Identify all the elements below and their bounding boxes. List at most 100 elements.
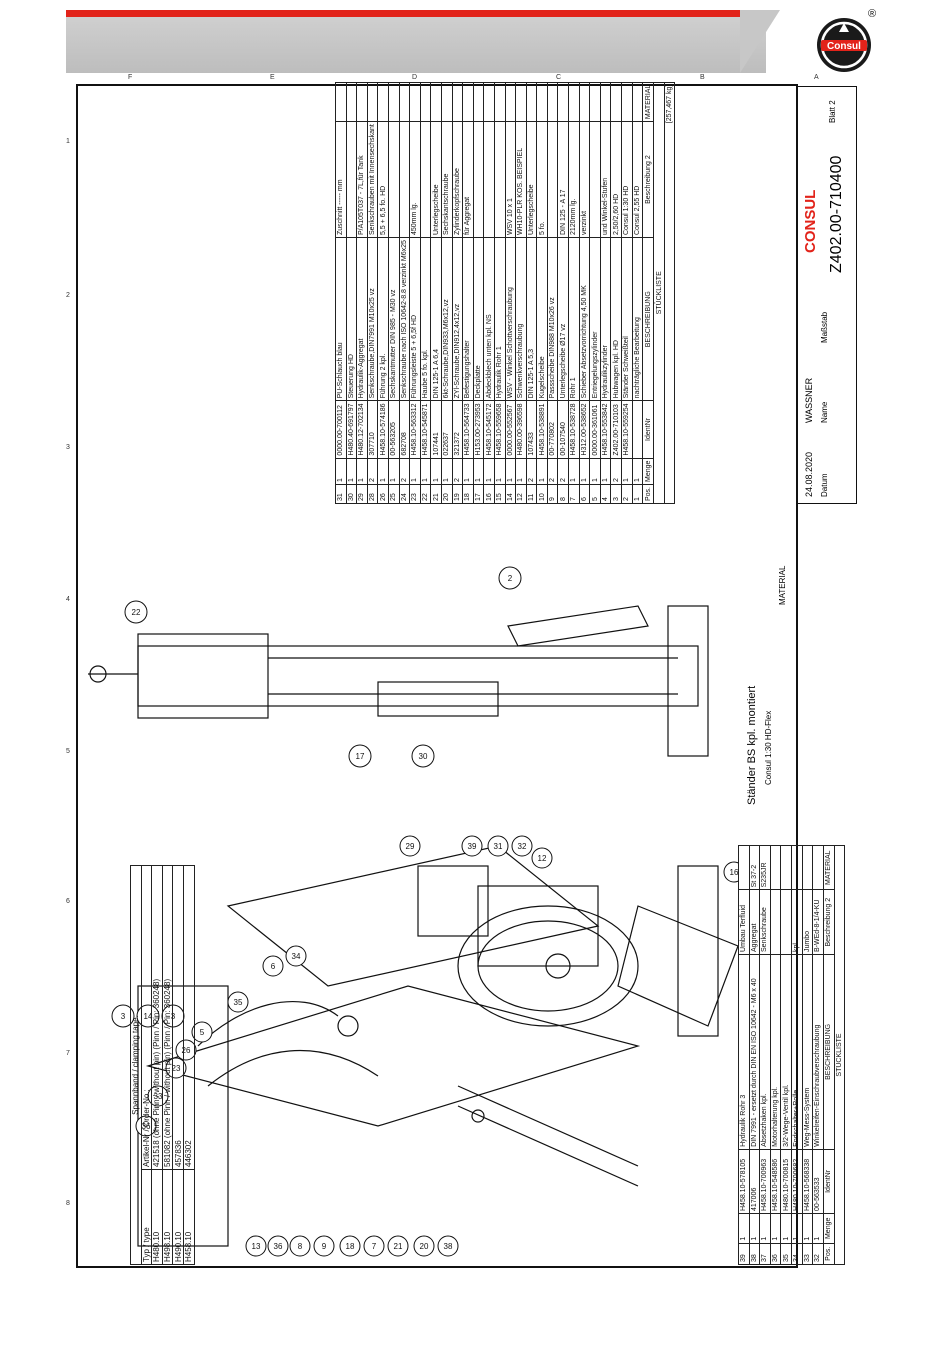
- table-cell: Steuerung HD: [346, 237, 357, 401]
- table-cell: 39: [738, 1243, 750, 1265]
- registered-mark: ®: [868, 8, 877, 20]
- balloon: 16: [723, 861, 738, 883]
- table-cell: 1: [494, 458, 505, 485]
- balloon: 23: [165, 1057, 187, 1079]
- table-cell: 7: [568, 484, 580, 504]
- table-cell: [483, 121, 495, 238]
- svg-text:29: 29: [406, 842, 415, 851]
- order-cell: 457836: [172, 865, 184, 1170]
- table-cell: [473, 82, 484, 122]
- table-cell: H458.10-538891: [536, 400, 548, 459]
- table-cell: 00-770802: [547, 400, 558, 459]
- drawing-subtitle: Consul 1:30 HD-Flex: [764, 710, 773, 785]
- table-cell: [621, 82, 633, 122]
- table-cell: 2: [399, 458, 410, 485]
- svg-text:5: 5: [200, 1028, 205, 1037]
- table-cell: 1: [780, 1213, 792, 1244]
- table-cell: 19: [452, 484, 463, 504]
- table-cell: 1: [600, 458, 611, 485]
- table-cell: 1: [335, 458, 347, 485]
- type-table: Spannband / clamping tape: Typ / type Ar…: [130, 865, 195, 1265]
- table-cell: 1: [749, 1213, 760, 1244]
- table-cell: 31: [335, 484, 347, 504]
- table-cell: und Winkel-Stufen: [600, 121, 611, 238]
- table-cell: Abdeckblech unten kpl. NS: [483, 237, 495, 401]
- balloon: 21: [387, 1235, 409, 1257]
- table-cell: H458.10-564733: [462, 400, 474, 459]
- table-cell: [557, 82, 569, 122]
- table-cell: Consul 2,55 HD: [632, 121, 643, 238]
- table-header-cell: IdentNr: [823, 1149, 835, 1214]
- table-cell: 1: [441, 458, 453, 485]
- table-cell: [632, 400, 643, 459]
- balloon: 39: [461, 835, 483, 857]
- consul-logo: Consul: [817, 18, 871, 72]
- table-header-cell: MATERIAL: [642, 82, 654, 122]
- table-cell: [770, 845, 781, 890]
- table-cell: 1: [759, 1213, 771, 1244]
- table-cell: 417006: [749, 1149, 760, 1214]
- date-label: Datum: [820, 473, 829, 497]
- table-cell: Hydraulikzylinder: [600, 237, 611, 401]
- table-cell: 29: [356, 484, 368, 504]
- balloon: 36: [135, 1115, 157, 1137]
- table-cell: 9: [547, 484, 558, 504]
- table-cell: 36: [770, 1243, 781, 1265]
- table-cell: H458.10-700963: [759, 1149, 771, 1214]
- table-cell: H458.10-545172: [483, 400, 495, 459]
- table-header-cell: IdentNr: [642, 400, 654, 459]
- table-cell: 37: [759, 1243, 771, 1265]
- table-cell: 1: [430, 458, 442, 485]
- table-cell: 1: [473, 458, 484, 485]
- table-header-cell: Menge: [642, 458, 654, 485]
- table-cell: 2120mm lg.: [568, 121, 580, 238]
- balloon: 2: [498, 566, 522, 590]
- table-cell: 5,5 + 6,5 fo. HD: [377, 121, 389, 238]
- table-cell: [420, 121, 431, 238]
- balloon: 35: [227, 991, 249, 1013]
- table-cell: [589, 121, 601, 238]
- balloon: 7: [363, 1235, 385, 1257]
- table-cell: Befestigungshalter: [462, 237, 474, 401]
- table-cell: 2: [452, 458, 463, 485]
- balloon: 22: [124, 600, 148, 624]
- table-cell: verzinkt: [579, 121, 590, 238]
- table-cell: H480.40-691797: [346, 400, 357, 459]
- table-cell: [462, 82, 474, 122]
- table-cell: Zylinderkopfschraube: [452, 121, 463, 238]
- type-table-title: Spannband / clamping tape:: [130, 865, 142, 1265]
- table-cell: [441, 82, 453, 122]
- scale-label: Maßstab: [820, 311, 829, 343]
- table-cell: [430, 82, 442, 122]
- table-cell: kpl.: [791, 889, 803, 955]
- frame-number: 8: [66, 1200, 70, 1207]
- table-cell: 17: [473, 484, 484, 504]
- svg-text:31: 31: [494, 842, 503, 851]
- table-cell: [356, 82, 368, 122]
- table-cell: [483, 82, 495, 122]
- balloon: 13: [245, 1235, 267, 1257]
- balloon: 26: [175, 1039, 197, 1061]
- balloon: 5: [191, 1021, 213, 1043]
- svg-text:22: 22: [132, 608, 141, 617]
- table-cell: B-WEd-8-1/4-KU: [812, 889, 824, 955]
- table-cell: 321372: [452, 400, 463, 459]
- frame-number: 6: [66, 898, 70, 905]
- table-cell: 1: [409, 458, 421, 485]
- table-cell: 3: [610, 484, 622, 504]
- table-cell: 00-563205: [388, 400, 400, 459]
